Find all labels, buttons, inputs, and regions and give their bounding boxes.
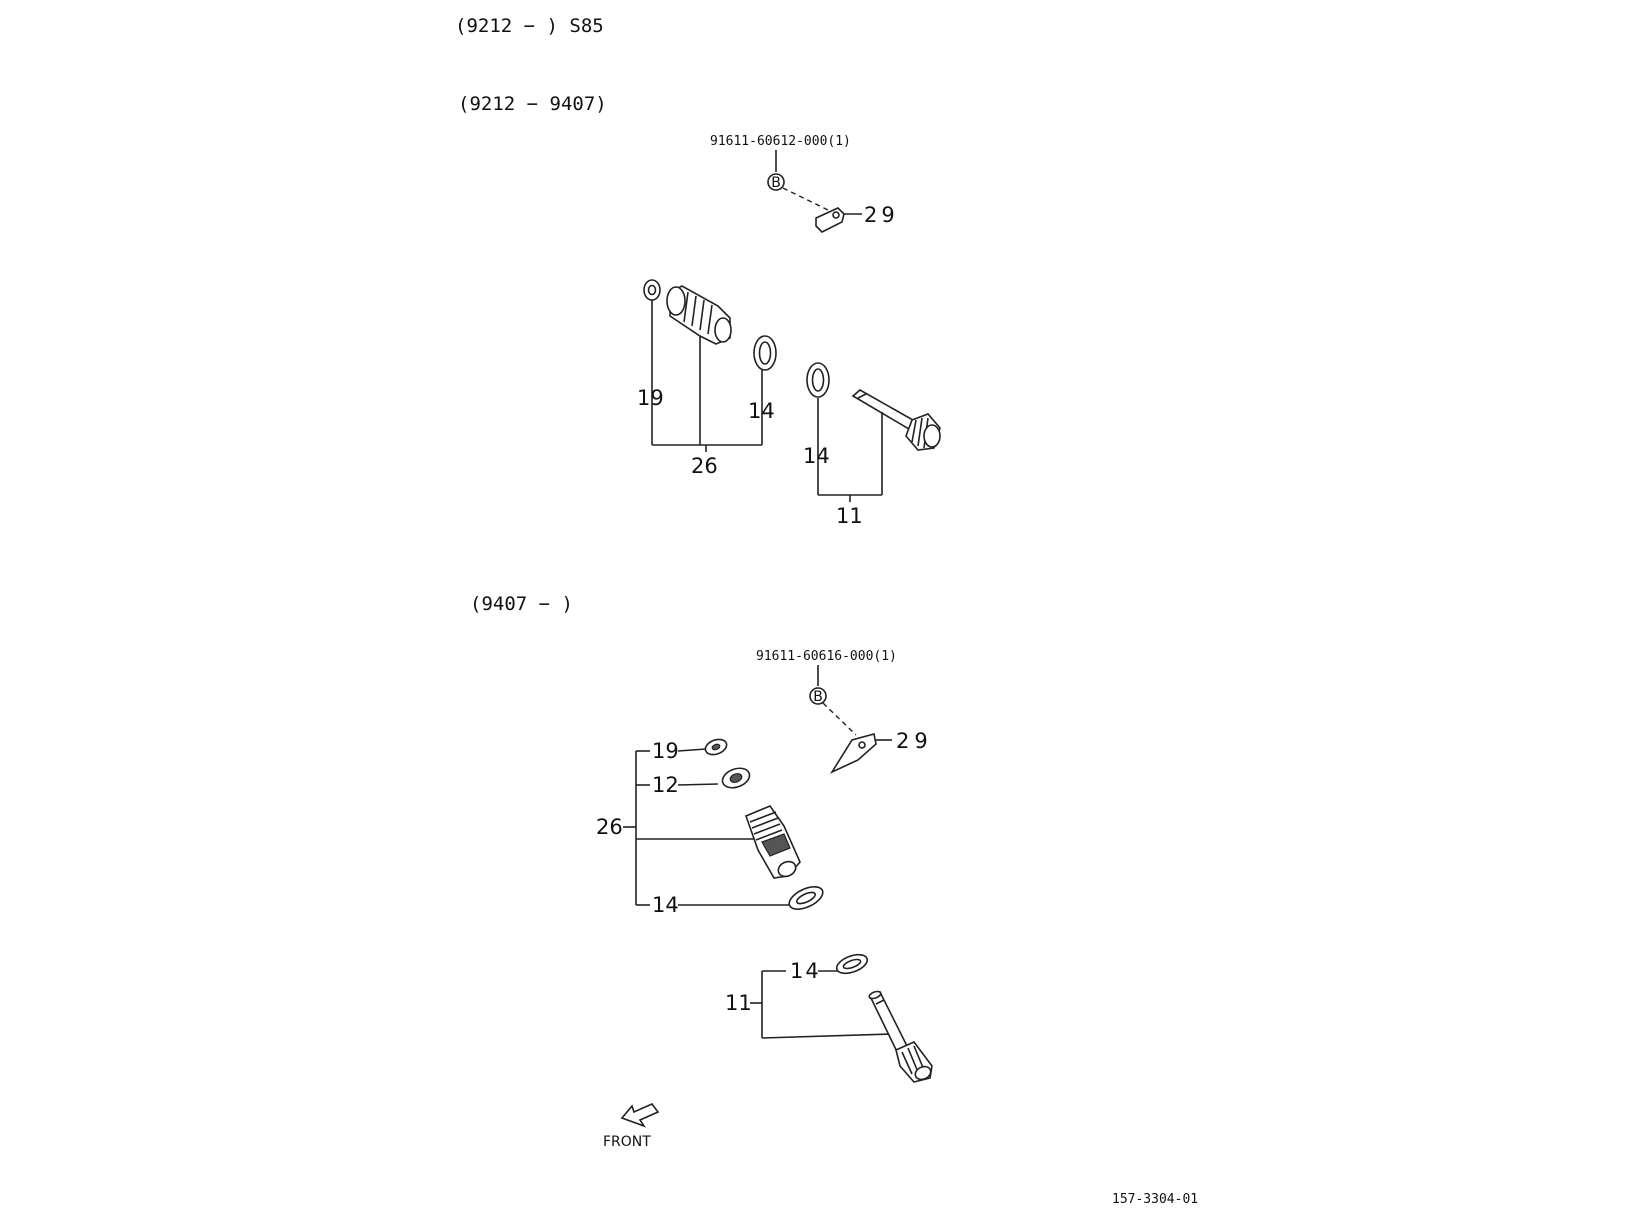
section-b: 91611-60616-000(1) B 29 26 19 12: [596, 649, 933, 1083]
section-a-label-26: 26: [691, 454, 718, 478]
section-b-bolt-marker-icon: [809, 687, 827, 705]
section-a-bolt-dash-line: [782, 187, 829, 211]
section-b-label-29: 29: [896, 729, 933, 753]
section-b-bracket-29-icon: [829, 733, 877, 774]
section-a-bracket-29-icon: [815, 207, 845, 233]
section-a-washer-14-left-icon: [753, 335, 777, 371]
section-b-collar-12-icon: [721, 767, 751, 789]
section-a-bushing-26-icon: [666, 285, 732, 345]
section-b-washer-14-shaft-icon: [835, 953, 869, 975]
section-a-label-29: 29: [864, 203, 899, 227]
section-b-bolt-marker-label: B: [813, 689, 823, 705]
section-a-bolt-part-number: 91611-60612-000(1): [710, 134, 851, 149]
front-arrow-icon: [620, 1103, 660, 1128]
section-b-washer-14-bracket-icon: [788, 886, 824, 910]
section-b-bolt-part-number: 91611-60616-000(1): [756, 649, 897, 664]
header-range-top: (9212 − ) S85: [455, 15, 604, 37]
section-a-label-19: 19: [637, 386, 664, 410]
section-a-washer-14-right-icon: [806, 362, 830, 398]
section-a: 91611-60612-000(1) B 29: [637, 134, 941, 528]
header-range-b: (9407 − ): [470, 593, 573, 615]
section-b-bushing-icon: [744, 805, 801, 879]
section-a-gear-shaft-11-icon: [851, 389, 941, 451]
section-b-label-26: 26: [596, 815, 623, 839]
section-b-label-14-bracket: 14: [652, 893, 679, 917]
section-b-washer-19-icon: [704, 738, 728, 756]
section-b-label-19: 19: [652, 739, 679, 763]
header-range-a: (9212 − 9407): [458, 93, 607, 115]
section-a-label-11: 11: [836, 504, 863, 528]
section-a-label-14-left: 14: [748, 399, 775, 423]
section-a-washer-19-icon: [643, 279, 661, 301]
figure-number: 157-3304-01: [1112, 1192, 1198, 1207]
front-label: FRONT: [603, 1134, 651, 1150]
section-b-label-12: 12: [652, 773, 679, 797]
section-b-gear-shaft-11-icon: [868, 990, 933, 1083]
section-b-label-14-shaft: 14: [790, 959, 821, 983]
section-a-label-14-right: 14: [803, 444, 830, 468]
section-b-label-11: 11: [725, 991, 752, 1015]
section-a-bolt-marker-icon: [767, 173, 785, 191]
section-a-bolt-marker-label: B: [771, 175, 781, 191]
section-b-bolt-dash-line: [822, 702, 857, 736]
